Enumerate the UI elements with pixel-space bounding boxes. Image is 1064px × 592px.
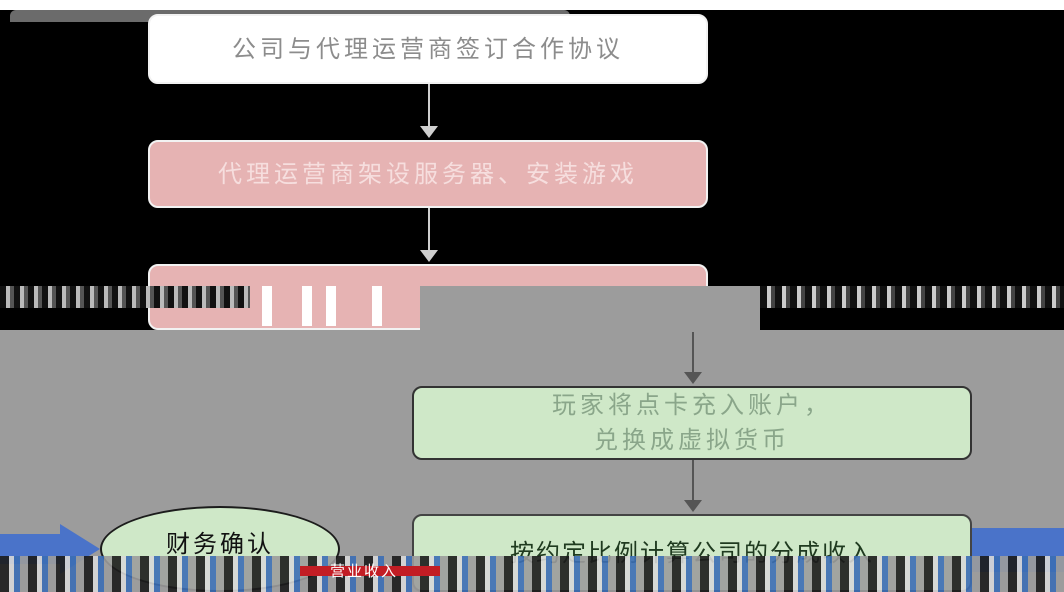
artifact-bar <box>262 286 272 326</box>
arrow-2-to-3 <box>420 208 438 262</box>
red-underline <box>300 566 440 576</box>
artifact-bar <box>372 286 382 326</box>
bottom-artifact-strip <box>0 556 1064 592</box>
revenue-label: 营业收入 <box>330 562 399 580</box>
arrow-4-to-5 <box>684 460 702 512</box>
step-box-4: 玩家将点卡充入账户， 兑换成虚拟货币 <box>412 386 972 460</box>
artifact-bar <box>302 286 312 326</box>
step4-line-2: 兑换成虚拟货币 <box>594 426 790 454</box>
arrow-3-to-4 <box>684 332 702 384</box>
step-box-2: 代理运营商架设服务器、安装游戏 <box>148 140 708 208</box>
top-white-band <box>0 0 1064 10</box>
artifact-bar <box>326 286 336 326</box>
gray-overlay <box>420 286 760 332</box>
arrow-1-to-2 <box>420 84 438 138</box>
step-box-1: 公司与代理运营商签订合作协议 <box>148 14 708 84</box>
step4-line-1: 玩家将点卡充入账户， <box>552 391 832 420</box>
scrambled-text-right <box>760 286 1064 308</box>
scrambled-text-left <box>0 286 250 308</box>
